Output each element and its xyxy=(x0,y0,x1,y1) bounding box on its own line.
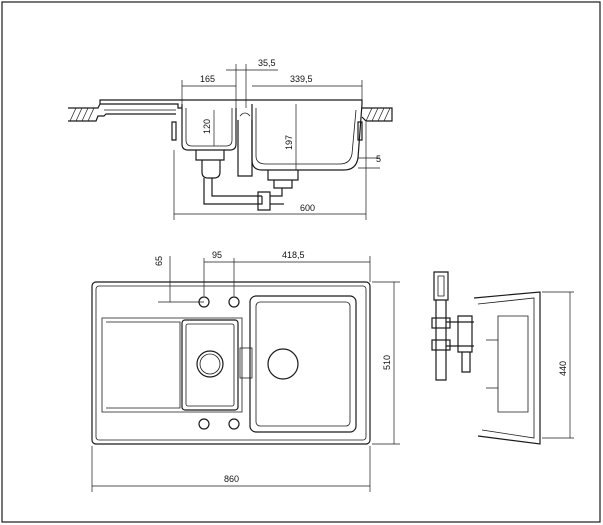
label-197: 197 xyxy=(284,135,294,150)
big-bowl-waste xyxy=(267,170,299,181)
side-waste-tail xyxy=(461,352,471,373)
side-pipe-connectors xyxy=(446,321,474,347)
label-600: 600 xyxy=(300,203,315,213)
label-95: 95 xyxy=(212,250,222,260)
small-bowl-plan xyxy=(181,319,239,411)
big-bowl-outer xyxy=(251,103,363,171)
countertop-left-hatch xyxy=(69,107,95,122)
side-bowl-steps xyxy=(486,339,498,389)
drainer-area xyxy=(101,317,243,413)
big-bowl-inner xyxy=(255,108,357,165)
big-bowl-waste-body xyxy=(273,180,293,189)
big-bowl-plan xyxy=(249,295,357,433)
label-35-5: 35,5 xyxy=(258,58,276,68)
tap-hole-2 xyxy=(228,296,240,308)
label-165: 165 xyxy=(200,74,215,84)
section-view: 165 35,5 339,5 120 197 5 600 xyxy=(68,58,393,220)
countertop-right-hatch xyxy=(365,107,391,122)
label-510: 510 xyxy=(382,355,392,370)
sink-outline-inner xyxy=(95,285,367,441)
plan-view: 65 95 418,5 510 860 xyxy=(91,250,400,492)
side-bowl-outer xyxy=(473,291,541,445)
sink-outline xyxy=(91,281,371,445)
tap-hole-3 xyxy=(198,418,210,430)
small-bowl-trap xyxy=(201,160,221,179)
label-120: 120 xyxy=(202,119,212,134)
side-pipe-top-inner xyxy=(437,275,445,297)
side-waste-body xyxy=(457,315,473,353)
label-5: 5 xyxy=(376,154,381,164)
trap-connector xyxy=(257,191,271,211)
label-418-5: 418,5 xyxy=(282,250,305,260)
small-bowl-plan-inner xyxy=(185,323,235,407)
label-440: 440 xyxy=(558,361,568,376)
small-bowl-outer xyxy=(181,104,237,151)
side-bowl-recess xyxy=(497,315,529,413)
drainer-grooves xyxy=(106,321,181,409)
side-pipe-joint-2 xyxy=(431,339,451,351)
clip-left xyxy=(171,121,177,141)
small-bowl-inner xyxy=(185,108,233,147)
tap-hole-4 xyxy=(228,418,240,430)
label-339-5: 339,5 xyxy=(290,74,313,84)
side-pipe-joint-1 xyxy=(431,317,451,329)
big-bowl-drain xyxy=(267,348,299,380)
label-65: 65 xyxy=(154,256,164,266)
small-bowl-drain xyxy=(196,350,224,378)
countertop-left xyxy=(68,103,182,109)
trap-horizontal xyxy=(203,178,263,205)
label-860: 860 xyxy=(224,474,239,484)
trap-connector-pipe xyxy=(270,188,283,197)
clip-right xyxy=(357,121,363,141)
side-pipe-top xyxy=(433,271,449,301)
countertop-right xyxy=(361,107,393,122)
overflow-pipe xyxy=(237,120,253,177)
side-bowl-inner xyxy=(477,297,535,439)
small-bowl-drain-inner xyxy=(199,353,221,375)
overflow-head xyxy=(239,112,251,117)
trap-horizontal-inner xyxy=(211,178,262,197)
side-view: 440 xyxy=(431,271,574,445)
small-bowl-waste xyxy=(195,150,225,161)
countertop-left-under xyxy=(68,113,176,122)
overflow-box xyxy=(239,347,253,379)
big-bowl-plan-inner xyxy=(255,301,351,427)
